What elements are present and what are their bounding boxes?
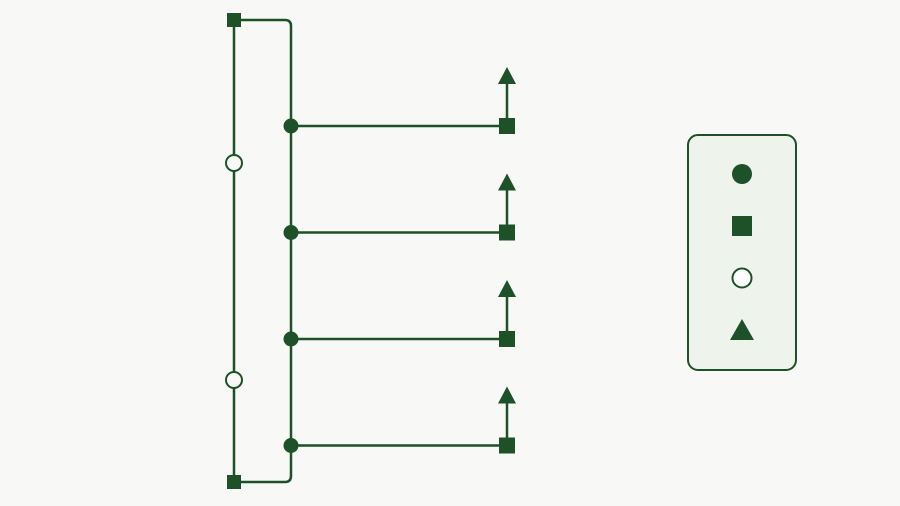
terminal-square	[499, 118, 515, 134]
legend-filled-square-icon	[732, 216, 752, 236]
open-node-circle-2	[225, 371, 243, 389]
legend-triangle-icon	[730, 319, 754, 340]
branch-network	[225, 13, 516, 489]
main-bus-wire	[232, 18, 293, 484]
terminal-square	[499, 331, 515, 347]
symbol-legend	[687, 134, 797, 371]
branch-1	[283, 67, 516, 134]
junction-dot	[283, 331, 299, 347]
output-arrow-icon	[498, 67, 516, 84]
junction-dot	[283, 225, 299, 240]
legend-hollow-circle-icon	[731, 267, 753, 289]
branch-4	[283, 386, 516, 454]
branch-2	[283, 173, 516, 241]
output-arrow-icon	[498, 173, 516, 191]
junction-dot	[283, 118, 299, 134]
terminal-square	[499, 224, 515, 241]
output-arrow-icon	[498, 280, 516, 297]
output-arrow-icon	[498, 386, 516, 404]
legend-filled-circle-icon	[732, 164, 752, 184]
bottom-terminal-square	[227, 475, 241, 489]
terminal-square	[499, 437, 515, 454]
top-terminal-square	[227, 13, 241, 27]
open-node-circle-1	[225, 154, 243, 172]
branch-3	[283, 280, 516, 347]
legend-panel	[687, 134, 797, 371]
junction-dot	[283, 438, 299, 453]
